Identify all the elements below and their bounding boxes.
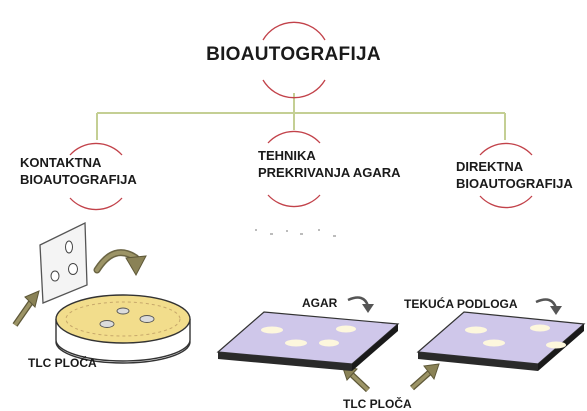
stray-marks	[255, 229, 336, 237]
label-tlc-plate-left: TLC PLOČA	[28, 356, 97, 370]
branch2-arc-top	[267, 130, 321, 144]
title-arc-bottom	[262, 79, 326, 99]
branch-agar-overlay: TEHNIKA PREKRIVANJA AGARA	[258, 148, 401, 180]
title-arc-top	[262, 21, 326, 41]
decorative-arcs	[69, 21, 533, 211]
branch3-arc-top	[479, 142, 533, 156]
label-liquid-medium: TEKUĆA PODLOGA	[404, 297, 518, 311]
diagram-title: BIOAUTOGRAFIJA	[206, 44, 381, 65]
tlc-plate-liquid	[416, 311, 586, 371]
label-agar: AGAR	[302, 296, 338, 310]
branch1-arc-bottom	[69, 197, 123, 211]
branch2-arc-bottom	[267, 194, 321, 208]
branch-contact-bioautography: KONTAKTNA BIOAUTOGRAFIJA	[20, 155, 137, 187]
branch1-arc-top	[69, 142, 123, 156]
tlc-plate-contact	[39, 221, 88, 304]
tlc-plate-agar	[216, 311, 400, 371]
branch3-arc-bottom	[479, 195, 533, 209]
label-tlc-plate-bottom: TLC PLOČA	[343, 397, 412, 411]
petri-dish	[55, 294, 191, 364]
branch-direct-bioautography: DIREKTNA BIOAUTOGRAFIJA	[456, 159, 573, 191]
connector-tree	[96, 93, 506, 140]
